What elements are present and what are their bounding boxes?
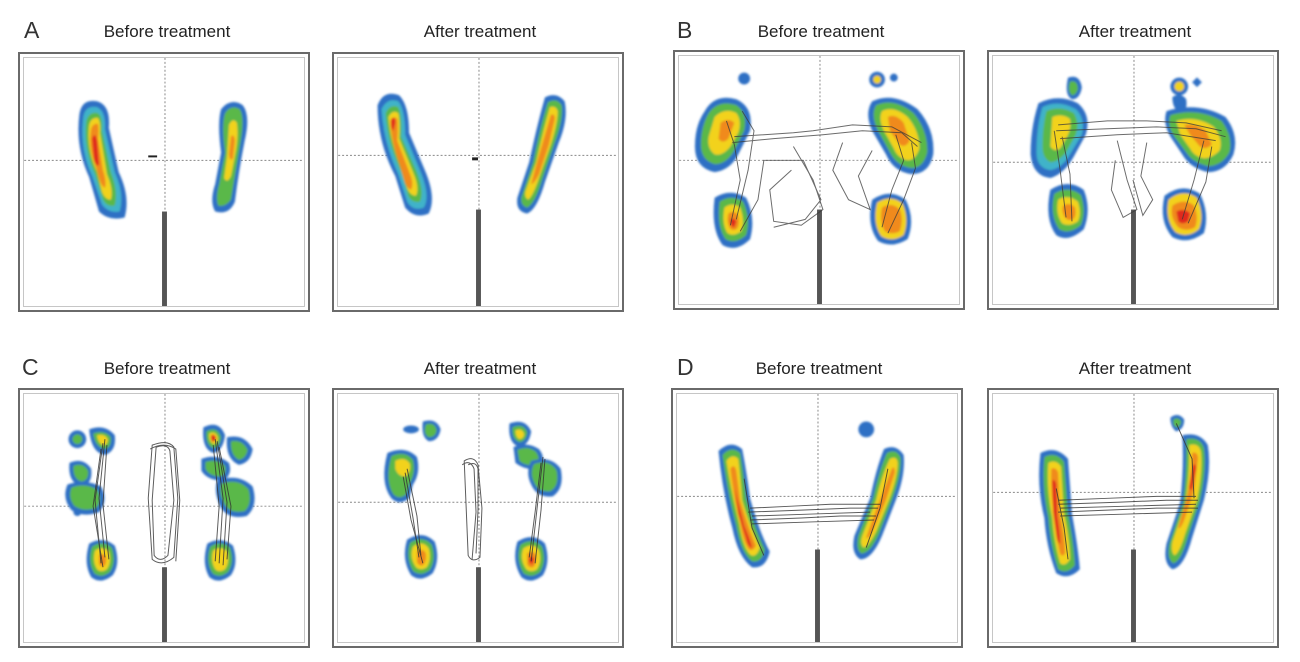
pressure-map-c-before xyxy=(18,388,310,648)
panel-letter-a: A xyxy=(24,17,40,43)
heatmap-c-before xyxy=(24,393,304,643)
heatmap-a-before xyxy=(24,57,304,307)
pressure-map-a-before xyxy=(18,52,310,312)
pressure-map-b-before xyxy=(673,50,965,310)
title-a-before: Before treatment xyxy=(103,22,231,41)
heatmap-b-before xyxy=(679,55,959,305)
title-d-before: Before treatment xyxy=(755,359,883,378)
heatmap-d-after xyxy=(993,393,1273,643)
title-b-after: After treatment xyxy=(1078,22,1192,41)
pressure-map-a-after xyxy=(332,52,624,312)
title-a-after: After treatment xyxy=(423,22,537,41)
panel-letter-b: B xyxy=(677,17,693,43)
title-c-before: Before treatment xyxy=(103,359,231,378)
heatmap-a-after xyxy=(338,57,618,307)
panel-letter-d: D xyxy=(677,354,694,380)
pressure-map-d-before xyxy=(671,388,963,648)
pressure-map-d-after xyxy=(987,388,1279,648)
heatmap-b-after xyxy=(993,55,1273,305)
title-d-after: After treatment xyxy=(1078,359,1192,378)
title-b-before: Before treatment xyxy=(757,22,885,41)
title-c-after: After treatment xyxy=(423,359,537,378)
heatmap-d-before xyxy=(677,393,957,643)
pressure-map-c-after xyxy=(332,388,624,648)
panel-letter-c: C xyxy=(22,354,39,380)
pressure-map-b-after xyxy=(987,50,1279,310)
heatmap-c-after xyxy=(338,393,618,643)
